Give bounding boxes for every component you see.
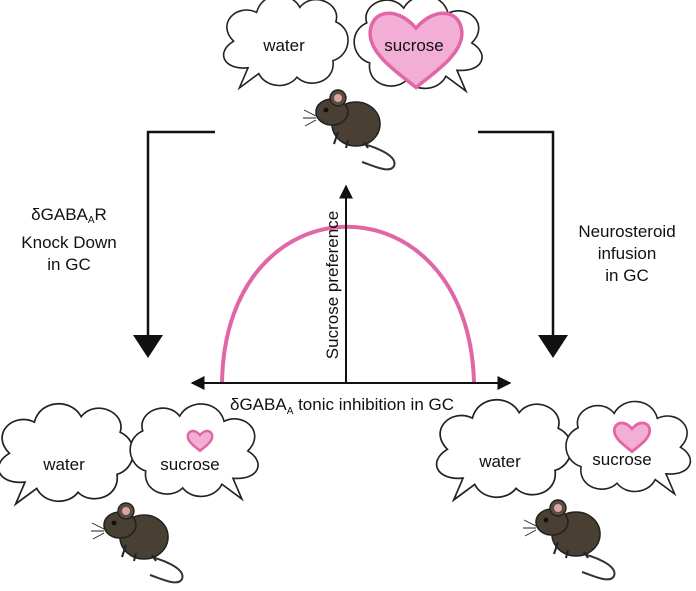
left-branch-arrow bbox=[133, 130, 215, 358]
chart: Sucrose preference δGABAA tonic inhibiti… bbox=[190, 184, 512, 417]
right-branch-arrow bbox=[478, 130, 568, 358]
mouse-icon bbox=[302, 89, 396, 171]
bottom-left-cloud-water bbox=[0, 402, 135, 505]
arrow-down-icon bbox=[538, 335, 568, 358]
left-branch-label-line2: Knock Down bbox=[21, 233, 117, 252]
right-branch-label-line2: infusion bbox=[597, 244, 657, 263]
mouse-icon bbox=[90, 502, 184, 584]
bottom-right-cloud-water-label: water bbox=[478, 452, 521, 471]
bottom-right-cloud-sucrose-label: sucrose bbox=[592, 450, 652, 469]
x-axis-label: δGABAA tonic inhibition in GC bbox=[230, 395, 454, 417]
left-branch-label-line1: δGABAAR bbox=[31, 205, 107, 226]
right-branch-label: Neurosteroid infusion in GC bbox=[568, 221, 686, 287]
right-branch-label-line3: in GC bbox=[605, 266, 649, 285]
right-branch-label-line1: Neurosteroid bbox=[578, 222, 676, 241]
arrow-down-icon bbox=[133, 335, 163, 358]
y-axis-label: Sucrose preference bbox=[323, 211, 342, 359]
bottom-right-cloud-water bbox=[435, 398, 573, 501]
top-cloud-sucrose-label: sucrose bbox=[384, 36, 444, 55]
top-cloud-water-label: water bbox=[262, 36, 305, 55]
bottom-left-cloud-sucrose-label: sucrose bbox=[160, 455, 220, 474]
chart-curve bbox=[220, 224, 476, 383]
left-branch-label-line3: in GC bbox=[47, 255, 91, 274]
left-branch-label: δGABAAR Knock Down in GC bbox=[14, 204, 124, 276]
bottom-left-cloud-sucrose bbox=[129, 403, 259, 500]
mouse-icon bbox=[522, 499, 616, 581]
bottom-left-cloud-water-label: water bbox=[42, 455, 85, 474]
